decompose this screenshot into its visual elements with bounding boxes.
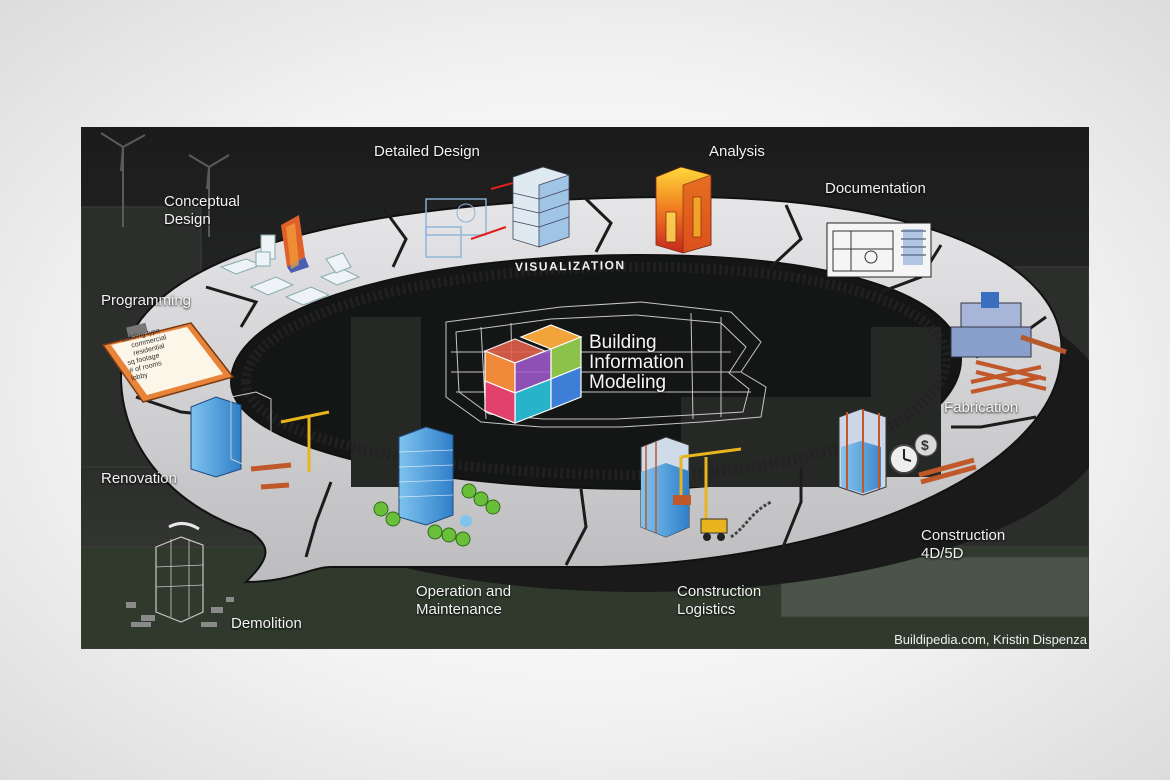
visualization-label: VISUALIZATION (514, 258, 626, 274)
renovation-illustration (190, 391, 330, 490)
analysis-illustration (655, 166, 712, 254)
operation-maintenance-illustration (373, 426, 501, 547)
detailed-design-illustration (425, 166, 570, 258)
stage-label-renovation: Renovation (101, 470, 177, 487)
stage-label-programming: Programming (101, 292, 192, 309)
scene-illustration: $ (81, 127, 1089, 649)
stage-label-documentation: Documentation (825, 180, 926, 197)
stage-label-fabrication: Fabrication (944, 399, 1019, 416)
bim-cube-logo (483, 324, 583, 424)
center-title-line: Building (589, 332, 657, 353)
documentation-illustration (826, 222, 932, 278)
construction-4d-5d-illustration: $ (838, 408, 977, 496)
programming-clipboard (101, 322, 235, 403)
stage-label-demolition: Demolition (231, 615, 302, 632)
stage-label-construction-4d-5d: Construction 4D/5D (921, 527, 1006, 562)
stage-label-detailed-design: Detailed Design (374, 143, 480, 160)
center-title-line: Information (589, 352, 685, 373)
center-title-line: Modeling (589, 372, 667, 393)
demolition-illustration (126, 522, 234, 627)
stage-label-analysis: Analysis (709, 143, 765, 160)
bim-diagram: $ (81, 127, 1089, 649)
image-credit: Buildipedia.com, Kristin Dispenza (894, 632, 1087, 647)
conceptual-design-illustration (219, 215, 361, 306)
stage-label-operation-maintenance: Operation and Maintenance (416, 583, 512, 618)
stage-label-construction-logistics: Construction Logistics (677, 583, 762, 618)
svg-text:$: $ (921, 437, 929, 453)
construction-logistics-illustration (640, 436, 772, 541)
center-title: Building Information Modeling (589, 333, 684, 393)
stage-label-conceptual-design: Conceptual Design (164, 193, 240, 228)
fabrication-illustration (950, 292, 1067, 394)
wind-turbines (100, 132, 230, 237)
